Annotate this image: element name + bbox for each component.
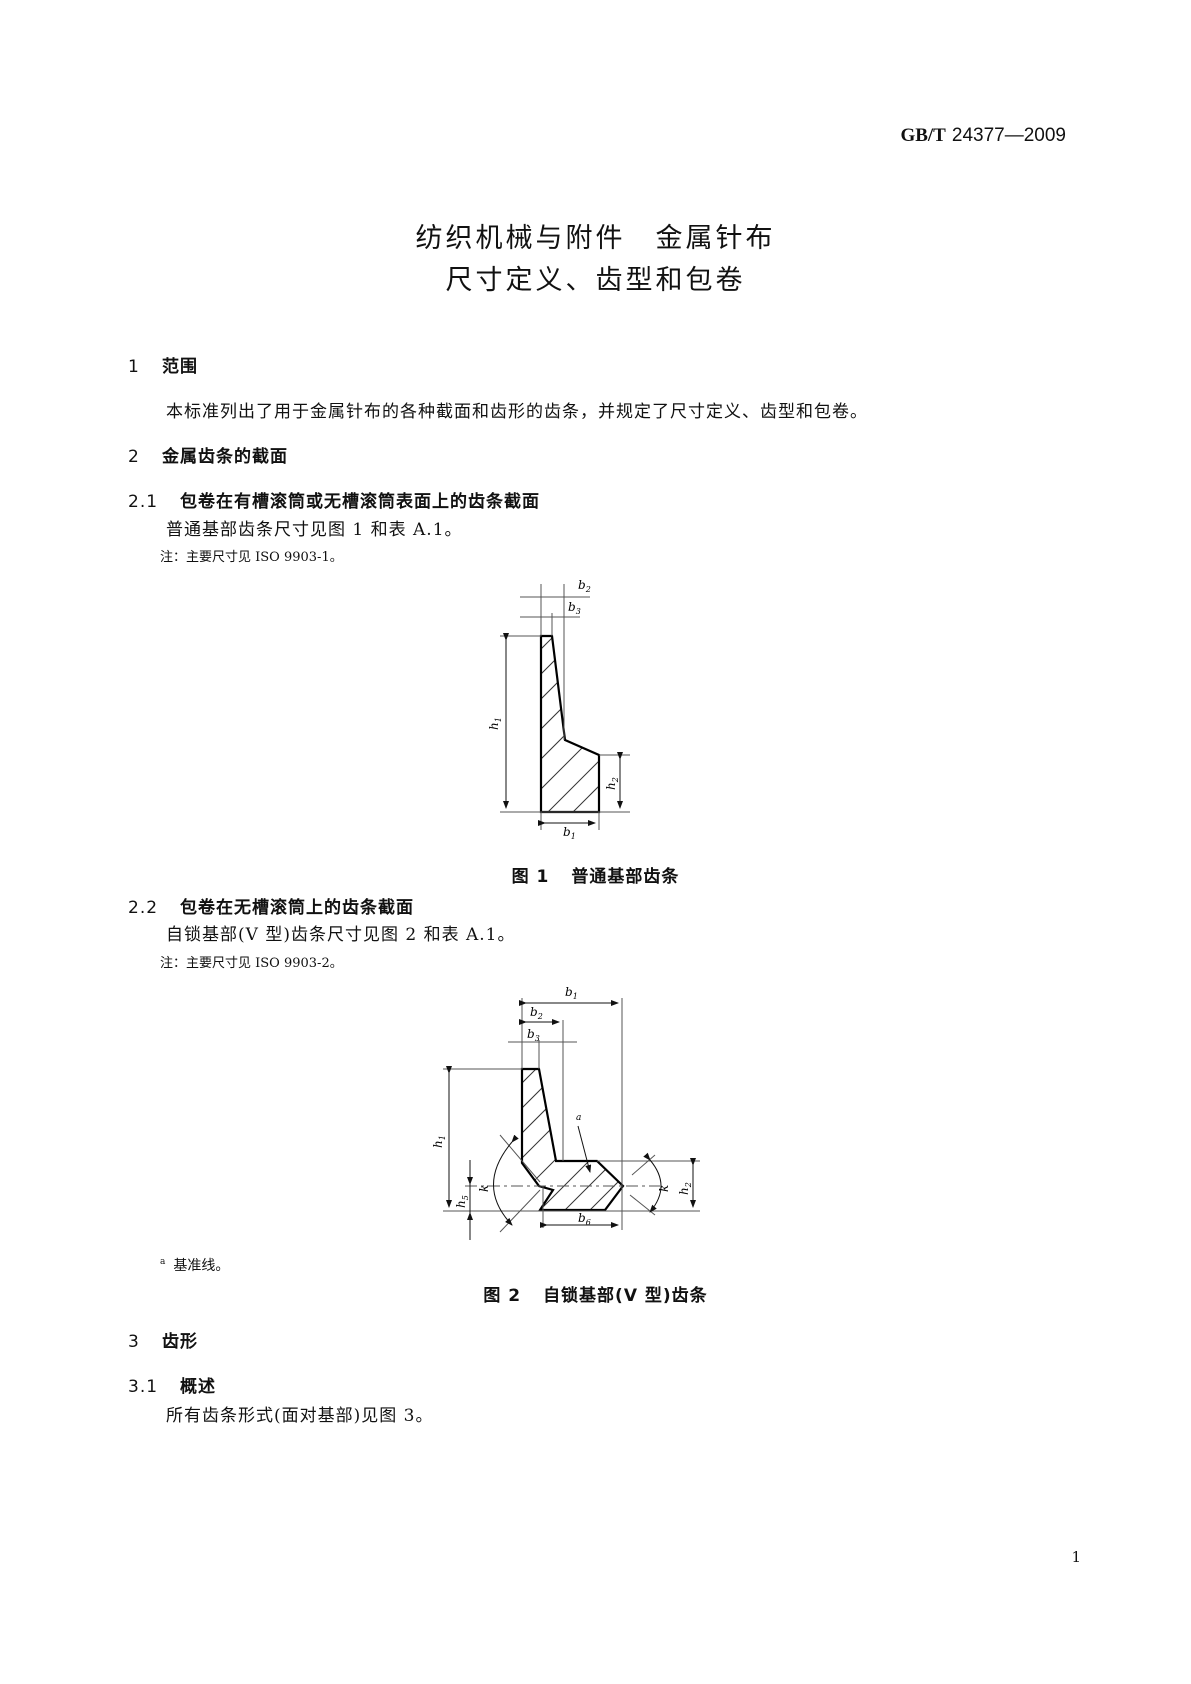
fig2-label-b1: b1 bbox=[565, 985, 578, 1001]
document-title-line1: 纺织机械与附件 金属针布 bbox=[415, 223, 776, 254]
fig2-label-a: a bbox=[576, 1113, 581, 1123]
section-3-1-body: 所有齿条形式(面对基部)见图 3。 bbox=[166, 1406, 434, 1426]
section-2-2-body: 自锁基部(V 型)齿条尺寸见图 2 和表 A.1。 bbox=[166, 925, 516, 945]
page-number: 1 bbox=[1071, 1548, 1081, 1566]
figure-2-drawing: b1 b2 b3 b6 a h1 h2 h5 k k bbox=[431, 985, 700, 1240]
section-2-1-body: 普通基部齿条尺寸见图 1 和表 A.1。 bbox=[166, 520, 463, 540]
fig2-label-b3: b3 bbox=[527, 1027, 540, 1043]
fig2-label-b6: b6 bbox=[578, 1211, 591, 1227]
standard-number: 24377—2009 bbox=[951, 125, 1066, 146]
fig2-label-b2: b2 bbox=[530, 1005, 543, 1021]
section-2-2-note: 注：主要尺寸见 ISO 9903-2。 bbox=[160, 956, 343, 971]
fig1-label-b2: b2 bbox=[578, 578, 591, 594]
fig2-label-k-left: k bbox=[477, 1185, 491, 1192]
fig2-label-h5: h5 bbox=[454, 1195, 470, 1208]
fig1-label-h1: h1 bbox=[487, 717, 503, 730]
section-1-body: 本标准列出了用于金属针布的各种截面和齿形的齿条，并规定了尺寸定义、齿型和包卷。 bbox=[166, 402, 868, 422]
document-title-line2: 尺寸定义、齿型和包卷 bbox=[445, 265, 746, 296]
fig2-label-h1: h1 bbox=[431, 1135, 447, 1148]
standard-code: GB/T 24377—2009 bbox=[900, 124, 1066, 147]
standard-prefix: GB/T bbox=[900, 125, 946, 146]
section-2-1-note: 注：主要尺寸见 ISO 9903-1。 bbox=[160, 550, 343, 565]
fig1-label-h2: h2 bbox=[604, 777, 620, 790]
fig2-label-h2: h2 bbox=[677, 1182, 693, 1195]
fig2-label-k-right: k bbox=[657, 1185, 671, 1192]
figure-1-drawing: b2 b3 b1 h1 h2 bbox=[487, 578, 630, 841]
fig1-label-b3: b3 bbox=[568, 600, 581, 616]
fig1-label-b1: b1 bbox=[563, 825, 576, 841]
